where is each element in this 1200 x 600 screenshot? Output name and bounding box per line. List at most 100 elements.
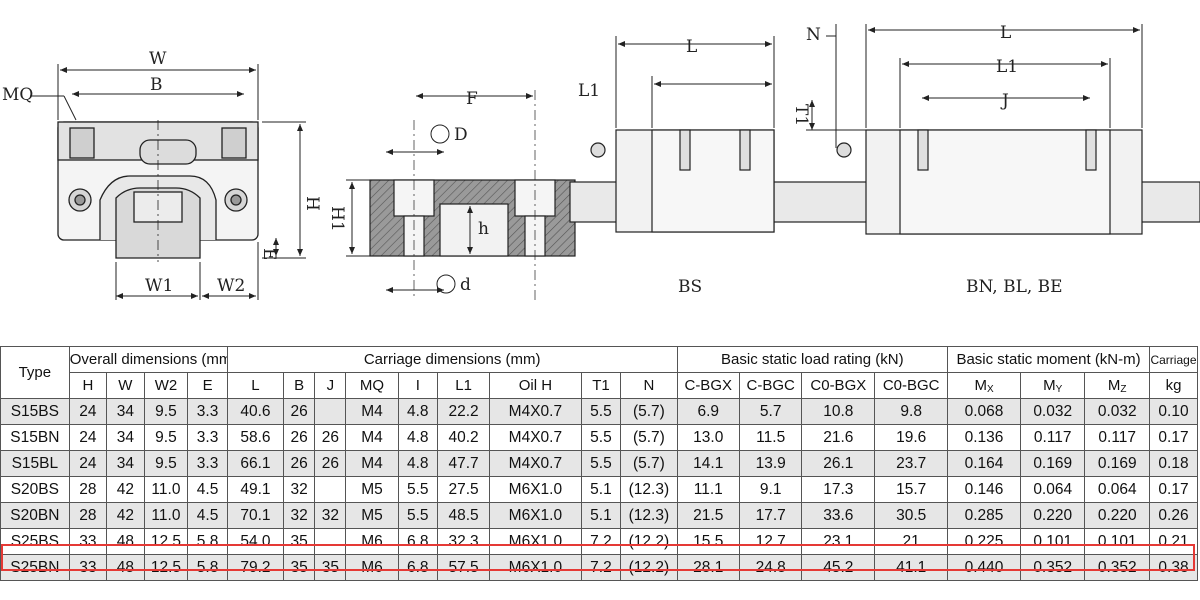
value-cell: 5.8 — [187, 554, 228, 581]
value-cell: 0.068 — [947, 398, 1021, 425]
value-cell: 4.8 — [397, 424, 439, 451]
value-cell: 0.220 — [1084, 502, 1150, 529]
value-cell: 4.8 — [397, 450, 439, 477]
view-label-bs: BS — [678, 277, 702, 297]
value-cell: 28 — [68, 476, 108, 503]
header-overall: Overall dimensions (mm) — [68, 346, 228, 373]
value-cell: 9.8 — [874, 398, 949, 425]
header-type: Type — [0, 346, 70, 399]
value-cell: 15.7 — [874, 476, 949, 503]
value-cell: 5.5 — [397, 502, 439, 529]
value-cell: (12.3) — [620, 502, 678, 529]
value-cell: 0.146 — [947, 476, 1021, 503]
col-N: N — [620, 372, 678, 399]
value-cell: 27.5 — [437, 476, 491, 503]
value-cell: 26.1 — [801, 450, 876, 477]
value-cell: 0.352 — [1084, 554, 1150, 581]
label-H1: H1 — [327, 206, 347, 232]
value-cell: 30.5 — [874, 502, 949, 529]
value-cell: M5 — [345, 502, 399, 529]
value-cell: 33 — [68, 554, 108, 581]
label-J: J — [1000, 91, 1009, 111]
value-cell: 23.7 — [874, 450, 949, 477]
table-header-row-2: H W W2 E L B J MQ I L1 Oil H T1 N C-BGX … — [1, 372, 1199, 399]
value-cell: 0.136 — [947, 424, 1021, 451]
value-cell: 42 — [106, 476, 145, 503]
col-H: H — [68, 372, 108, 399]
value-cell: M4X0.7 — [489, 424, 582, 451]
value-cell: 0.169 — [1084, 450, 1150, 477]
value-cell: (5.7) — [620, 398, 678, 425]
value-cell: M6X1.0 — [489, 502, 582, 529]
value-cell: 21.6 — [801, 424, 876, 451]
label-H: H — [302, 196, 322, 211]
value-cell: M5 — [345, 476, 399, 503]
drawing-svg: W B MQ H E W1 W2 F D d H1 h — [2, 23, 1200, 300]
label-d: d — [460, 275, 471, 295]
value-cell: 47.7 — [437, 450, 491, 477]
col-MQ: MQ — [345, 372, 399, 399]
value-cell: 42 — [106, 502, 145, 529]
type-cell: S15BL — [0, 450, 70, 477]
value-cell: 0.17 — [1148, 476, 1199, 503]
value-cell: 17.3 — [801, 476, 876, 503]
value-cell: 0.101 — [1019, 528, 1086, 555]
side-view-bn-dimensions — [806, 24, 1143, 148]
value-cell: 11.0 — [143, 502, 189, 529]
label-L-right: L — [1000, 23, 1011, 43]
value-cell: 6.8 — [397, 528, 439, 555]
value-cell: 21 — [874, 528, 949, 555]
label-L-left: L — [686, 37, 697, 57]
front-view-dimensions — [30, 64, 306, 300]
col-oil-h: Oil H — [489, 372, 582, 399]
value-cell: 70.1 — [226, 502, 285, 529]
label-E: E — [259, 248, 279, 260]
side-view-bn — [836, 129, 1143, 235]
value-cell: 12.5 — [143, 554, 189, 581]
label-F: F — [466, 89, 478, 109]
col-E: E — [187, 372, 228, 399]
value-cell: 5.5 — [580, 398, 622, 425]
label-MQ: MQ — [2, 85, 33, 105]
label-B: B — [150, 75, 163, 95]
value-cell: 26 — [283, 424, 316, 451]
value-cell: 24 — [68, 424, 108, 451]
value-cell — [314, 528, 347, 555]
table-header-row-1: Type Overall dimensions (mm) Carriage di… — [0, 346, 1199, 399]
col-L: L — [226, 372, 285, 399]
value-cell: 0.064 — [1019, 476, 1086, 503]
value-cell: M4X0.7 — [489, 398, 582, 425]
col-W: W — [106, 372, 145, 399]
value-cell: 5.5 — [580, 450, 622, 477]
value-cell: 13.0 — [676, 424, 740, 451]
value-cell: 24.8 — [738, 554, 803, 581]
col-c0-bgx: C0-BGX — [801, 372, 876, 399]
header-load-rating: Basic static load rating (kN) — [676, 346, 949, 373]
value-cell: 66.1 — [226, 450, 285, 477]
col-W2: W2 — [143, 372, 189, 399]
value-cell — [314, 398, 347, 425]
header-carriage-weight: Carriage — [1148, 346, 1199, 373]
value-cell: 0.117 — [1019, 424, 1086, 451]
side-view-bs-dimensions — [615, 36, 775, 128]
col-J: J — [314, 372, 347, 399]
label-T1: T1 — [791, 104, 811, 126]
label-N: N — [806, 25, 821, 45]
value-cell: 6.9 — [676, 398, 740, 425]
value-cell: 28.1 — [676, 554, 740, 581]
value-cell: M4 — [345, 424, 399, 451]
value-cell: 40.6 — [226, 398, 285, 425]
value-cell: 4.8 — [397, 398, 439, 425]
value-cell: 5.5 — [580, 424, 622, 451]
value-cell: 9.5 — [143, 398, 189, 425]
value-cell: 32.3 — [437, 528, 491, 555]
value-cell: 0.101 — [1084, 528, 1150, 555]
value-cell: 35 — [283, 554, 316, 581]
value-cell: 34 — [106, 398, 145, 425]
value-cell: 5.1 — [580, 476, 622, 503]
col-T1: T1 — [580, 372, 622, 399]
